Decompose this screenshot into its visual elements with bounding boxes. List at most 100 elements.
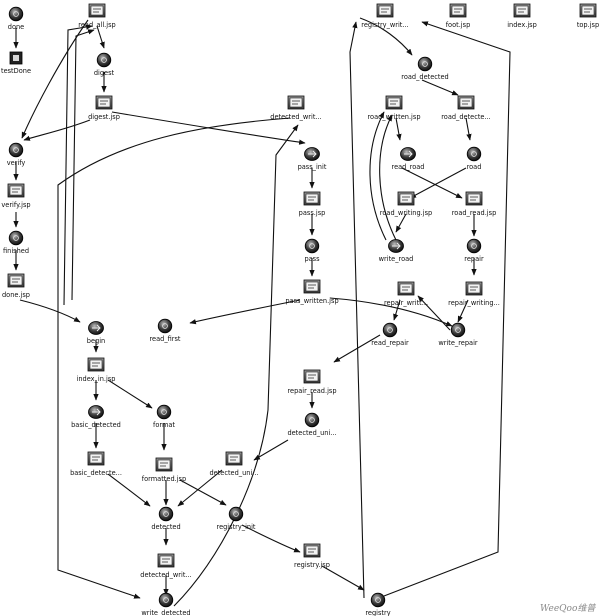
jsp-page-icon — [303, 369, 321, 384]
node-foot[interactable]: foot.jsp — [446, 3, 471, 29]
action-node-icon — [8, 230, 24, 246]
node-repair-read[interactable]: repair_read.jsp — [287, 369, 337, 395]
node-digest[interactable]: digest — [94, 52, 115, 77]
action-node-icon — [8, 6, 24, 22]
jsp-page-icon — [303, 279, 321, 294]
node-label: repair — [464, 255, 484, 263]
node-basic-detected[interactable]: basic_detected — [71, 405, 121, 430]
node-testDone[interactable]: testDone — [1, 51, 31, 75]
node-road-writing[interactable]: road_writing.jsp — [380, 191, 432, 217]
node-registry[interactable]: registry — [365, 592, 391, 616]
action-node-icon — [466, 238, 482, 254]
node-begin[interactable]: begin — [87, 321, 105, 346]
edge — [107, 473, 151, 507]
node-registry-init[interactable]: registry_init — [217, 506, 256, 531]
jsp-page-icon — [287, 95, 305, 110]
node-read-first[interactable]: read_first — [149, 318, 181, 343]
jsp-page-icon — [87, 451, 105, 466]
stop-node-icon — [9, 51, 23, 65]
node-registry-jsp[interactable]: registry.jsp — [294, 543, 330, 569]
edge — [19, 299, 81, 323]
node-detected-writ-top[interactable]: detected_writ... — [270, 95, 322, 121]
node-label: pass — [304, 255, 320, 263]
node-index-in[interactable]: index_in.jsp — [77, 357, 116, 383]
node-label: basic_detecte... — [70, 469, 122, 477]
node-read-repair[interactable]: read_repair — [371, 322, 409, 347]
action-node-icon — [8, 142, 24, 158]
node-label: repair_writt... — [384, 299, 428, 307]
node-verify[interactable]: verify — [7, 142, 26, 167]
node-top[interactable]: top.jsp — [577, 3, 599, 29]
node-detected-uni-mid[interactable]: detected_uni... — [287, 412, 337, 437]
node-label: detected_writ... — [140, 571, 191, 579]
edge — [393, 299, 401, 321]
node-label: digest — [94, 69, 115, 77]
node-read-road[interactable]: read_road — [392, 147, 425, 172]
node-label: repair_writing... — [448, 299, 500, 307]
start-node-icon — [388, 239, 404, 253]
jsp-page-icon — [155, 457, 173, 472]
edge — [333, 334, 381, 363]
node-detected-writ-low[interactable]: detected_writ... — [140, 553, 192, 579]
node-pass-init[interactable]: pass_init — [298, 147, 327, 172]
node-label: road_detecte... — [441, 113, 491, 121]
node-done[interactable]: done — [8, 6, 24, 31]
node-road-detecte-jsp[interactable]: road_detecte... — [441, 95, 491, 121]
jsp-page-icon — [7, 183, 25, 198]
node-pass-jsp[interactable]: pass.jsp — [299, 191, 326, 217]
node-label: write_road — [379, 255, 414, 263]
node-label: repair_read.jsp — [287, 387, 336, 395]
node-label: formatted.jsp — [142, 475, 186, 483]
edge — [421, 79, 459, 96]
action-node-icon — [466, 146, 482, 162]
node-label: foot.jsp — [446, 21, 471, 29]
node-label: read_repair — [371, 339, 409, 347]
node-pass[interactable]: pass — [304, 238, 320, 263]
node-verify-jsp[interactable]: verify.jsp — [1, 183, 31, 209]
node-write-repair[interactable]: write_repair — [438, 322, 478, 347]
node-repair[interactable]: repair — [464, 238, 484, 263]
edge — [401, 167, 463, 199]
node-road-read[interactable]: road_read.jsp — [452, 191, 497, 217]
node-road[interactable]: road — [466, 146, 482, 171]
node-road-detected[interactable]: road_detected — [401, 56, 449, 81]
node-detected[interactable]: detected — [151, 506, 181, 531]
action-node-icon — [157, 318, 173, 334]
edge — [71, 29, 95, 301]
node-label: write_detected — [141, 609, 190, 616]
node-detected-uni-low[interactable]: detected_uni... — [209, 451, 259, 477]
jsp-page-icon — [579, 3, 597, 18]
node-road-written[interactable]: road_written.jsp — [367, 95, 421, 121]
action-node-icon — [370, 592, 386, 608]
start-node-icon — [304, 147, 320, 161]
node-label: road_written.jsp — [367, 113, 420, 121]
node-index[interactable]: index.jsp — [507, 3, 537, 29]
node-label: registry_init — [217, 523, 256, 531]
node-finished[interactable]: finished — [3, 230, 29, 255]
node-label: road_detected — [401, 73, 448, 81]
jsp-page-icon — [457, 95, 475, 110]
node-registry-writ[interactable]: registry_writ... — [361, 3, 409, 29]
edge — [189, 299, 301, 325]
node-label: pass.jsp — [299, 209, 326, 217]
node-formatted[interactable]: formatted.jsp — [142, 457, 186, 483]
edge — [96, 25, 105, 49]
jsp-page-icon — [88, 3, 106, 18]
edge — [21, 19, 89, 139]
node-format[interactable]: format — [153, 404, 175, 429]
node-pass-written[interactable]: pass_written.jsp — [285, 279, 339, 305]
jsp-page-icon — [303, 543, 321, 558]
node-basic-detecte-jsp[interactable]: basic_detecte... — [70, 451, 122, 477]
jsp-page-icon — [87, 357, 105, 372]
node-read-all[interactable]: read_all.jsp — [78, 3, 116, 29]
node-repair-writing[interactable]: repair_writing... — [448, 281, 500, 307]
start-node-icon — [88, 321, 104, 335]
node-write-road[interactable]: write_road — [379, 239, 414, 264]
edge — [179, 479, 227, 506]
node-label: detected — [151, 523, 180, 531]
node-repair-writt[interactable]: repair_writt... — [384, 281, 428, 307]
node-done-jsp[interactable]: done.jsp — [2, 273, 30, 299]
node-digest-jsp[interactable]: digest.jsp — [88, 95, 120, 121]
node-write-detected[interactable]: write_detected — [141, 592, 191, 616]
